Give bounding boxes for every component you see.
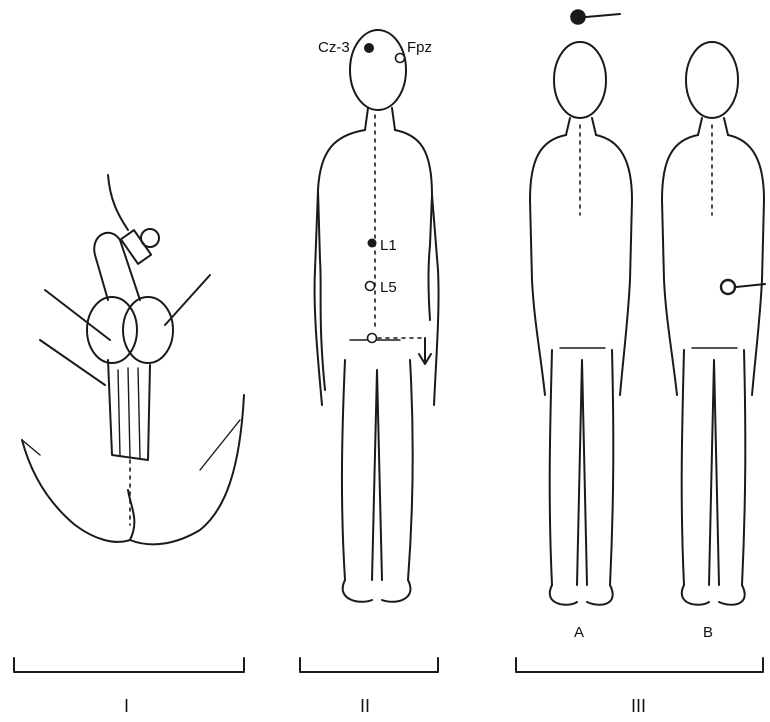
- electrode-l5-dot: [366, 282, 375, 291]
- section-bracket-three: [516, 658, 763, 672]
- label-figure-a: A: [574, 624, 584, 641]
- panel-three-figure-b: [662, 42, 765, 605]
- section-bracket-two: [300, 658, 438, 672]
- electrode-vertex-dot: [364, 43, 374, 53]
- panel-three-figure-a: [530, 10, 632, 605]
- ground-electrode-dot: [368, 334, 377, 343]
- section-label-one: I: [124, 696, 129, 716]
- label-l1: L1: [380, 237, 397, 254]
- label-forehead: Fpz: [407, 39, 432, 56]
- section-label-two: II: [360, 696, 370, 716]
- panel-two-figure: [315, 30, 439, 602]
- electrode-l1-dot: [368, 239, 377, 248]
- electrode-forehead-dot: [396, 54, 405, 63]
- section-bracket-one: [14, 658, 244, 672]
- label-figure-b: B: [703, 624, 713, 641]
- panel-one-illustration: [22, 175, 244, 544]
- section-label-three: III: [631, 696, 646, 716]
- label-l5: L5: [380, 279, 397, 296]
- label-vertex: Cz-3: [318, 39, 350, 56]
